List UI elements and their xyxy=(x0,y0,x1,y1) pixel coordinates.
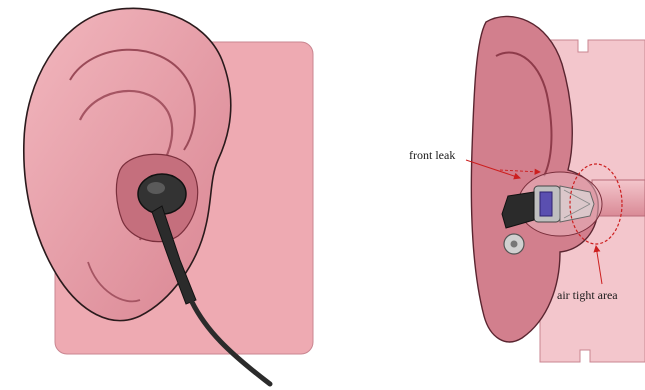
eartip xyxy=(560,186,594,222)
earphone-bud-highlight xyxy=(147,182,165,194)
front-leak-label: front leak xyxy=(409,148,455,162)
right-ear-cross-section xyxy=(466,16,645,362)
earphone-round-button-center xyxy=(511,241,518,248)
left-ear-illustration xyxy=(24,8,313,384)
driver-unit xyxy=(540,192,552,216)
air-tight-area-label: air tight area xyxy=(557,288,618,302)
